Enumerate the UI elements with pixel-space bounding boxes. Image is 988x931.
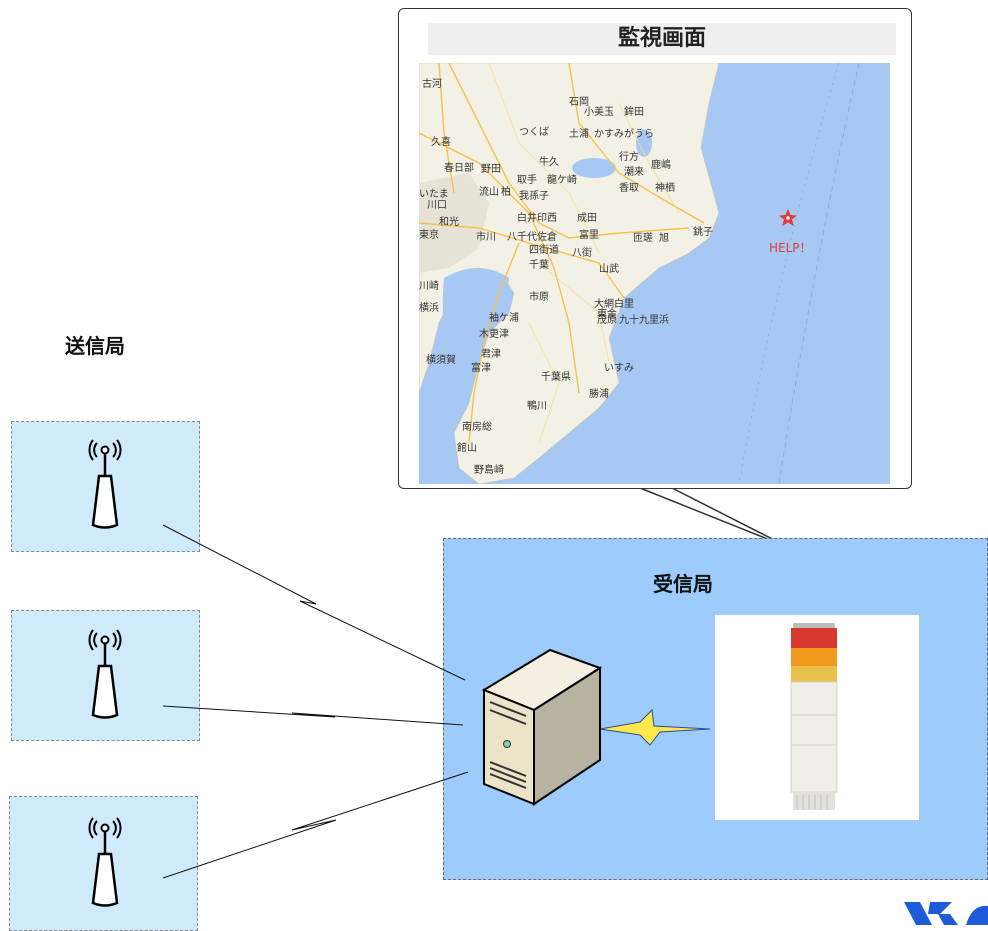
map-place-label: 白井	[517, 213, 537, 224]
antenna-icon	[88, 817, 122, 907]
map-place-label: 行方	[619, 152, 639, 163]
map-place-label: 千葉	[529, 260, 549, 271]
map-place-label: 旭	[659, 233, 669, 244]
map-place-label: 富里	[579, 230, 599, 241]
wireless-bolt-icon	[599, 708, 711, 746]
map-place-label: 鴨川	[527, 401, 547, 412]
map-place-label: 銚子	[693, 227, 713, 238]
map-place-label: 八街	[572, 248, 592, 259]
help-label: HELP！	[769, 241, 812, 255]
map-place-label: 袖ケ浦	[489, 313, 519, 324]
map-place-label: 茂原	[597, 315, 617, 326]
map-place-label: 勝浦	[589, 389, 609, 400]
map-place-label: 鹿嶋	[651, 160, 671, 171]
map-place-label: 富津	[471, 363, 491, 374]
map-place-label: 野島崎	[474, 465, 504, 476]
radio-link-3	[162, 771, 469, 879]
map-place-label: かすみがうら	[594, 129, 654, 140]
map-place-label: 鉾田	[624, 107, 644, 118]
map-place-label: 大網白里	[594, 299, 634, 310]
map-place-label: 東京	[419, 230, 439, 241]
map-place-label: 我孫子	[519, 191, 549, 202]
radio-link-1	[162, 524, 466, 681]
radio-link-2	[162, 705, 464, 726]
map-place-label: 八千代	[507, 232, 537, 243]
monitor-title: 監視画面	[428, 23, 896, 55]
map-place-label: 春日部	[444, 163, 474, 174]
monitor-map: つくば 土浦かすみがうら牛久取手龍ケ崎 潮来鹿嶋香取 神栖 野田柏流山 我孫子成田富里 白井…	[419, 63, 890, 484]
company-logo	[900, 900, 988, 925]
map-graphic	[419, 63, 890, 484]
map-place-label: 市川	[476, 232, 496, 243]
map-place-label: 四街道	[529, 245, 559, 256]
map-place-label: 龍ケ崎	[547, 175, 577, 186]
map-place-label: 横浜	[419, 303, 439, 314]
map-place-label: 石岡	[569, 97, 589, 108]
map-place-label: 千葉県	[541, 372, 571, 383]
map-place-label: 川口	[427, 200, 447, 211]
map-place-label: 横須賀	[426, 355, 456, 366]
antenna-icon	[88, 439, 122, 529]
map-place-label: 小美玉	[584, 107, 614, 118]
map-place-label: 東金	[597, 309, 617, 320]
map-place-label: 川崎	[419, 281, 439, 292]
map-place-label: 牛久	[539, 157, 559, 168]
map-place-label: 潮来	[624, 167, 644, 178]
map-place-label: 佐倉	[537, 232, 557, 243]
map-place-label: 木更津	[479, 329, 509, 340]
map-place-label: 土浦	[569, 129, 589, 140]
map-place-label: いすみ	[604, 363, 634, 374]
map-place-label: 九十九里浜	[619, 315, 669, 326]
map-place-label: 神栖	[655, 183, 675, 194]
map-place-label: 匝瑳	[633, 233, 653, 244]
map-place-label: 和光	[439, 217, 459, 228]
receiver-heading: 受信局	[653, 572, 713, 596]
map-place-label: 印西	[537, 213, 557, 224]
map-place-label: 山武	[599, 264, 619, 275]
map-place-label: つくば	[519, 127, 549, 138]
transmitter-heading: 送信局	[65, 334, 125, 358]
map-place-label: 柏	[501, 187, 511, 198]
map-place-label: 流山	[479, 187, 499, 198]
antenna-icon	[88, 629, 122, 719]
map-place-label: 香取	[619, 183, 639, 194]
map-place-label: 君津	[481, 349, 501, 360]
map-place-label: 成田	[577, 213, 597, 224]
map-place-label: 館山	[457, 443, 477, 454]
map-place-label: 古河	[422, 79, 442, 90]
signal-tower-icon	[790, 623, 838, 810]
map-place-label: 市原	[529, 292, 549, 303]
map-place-label: 野田	[481, 164, 501, 175]
map-place-label: 取手	[517, 175, 537, 186]
server-icon	[481, 648, 603, 806]
map-place-label: 南房総	[462, 422, 492, 433]
map-place-label: 久喜	[431, 137, 451, 148]
signal-tower-panel	[715, 615, 919, 820]
map-place-label: いたま	[419, 189, 449, 200]
